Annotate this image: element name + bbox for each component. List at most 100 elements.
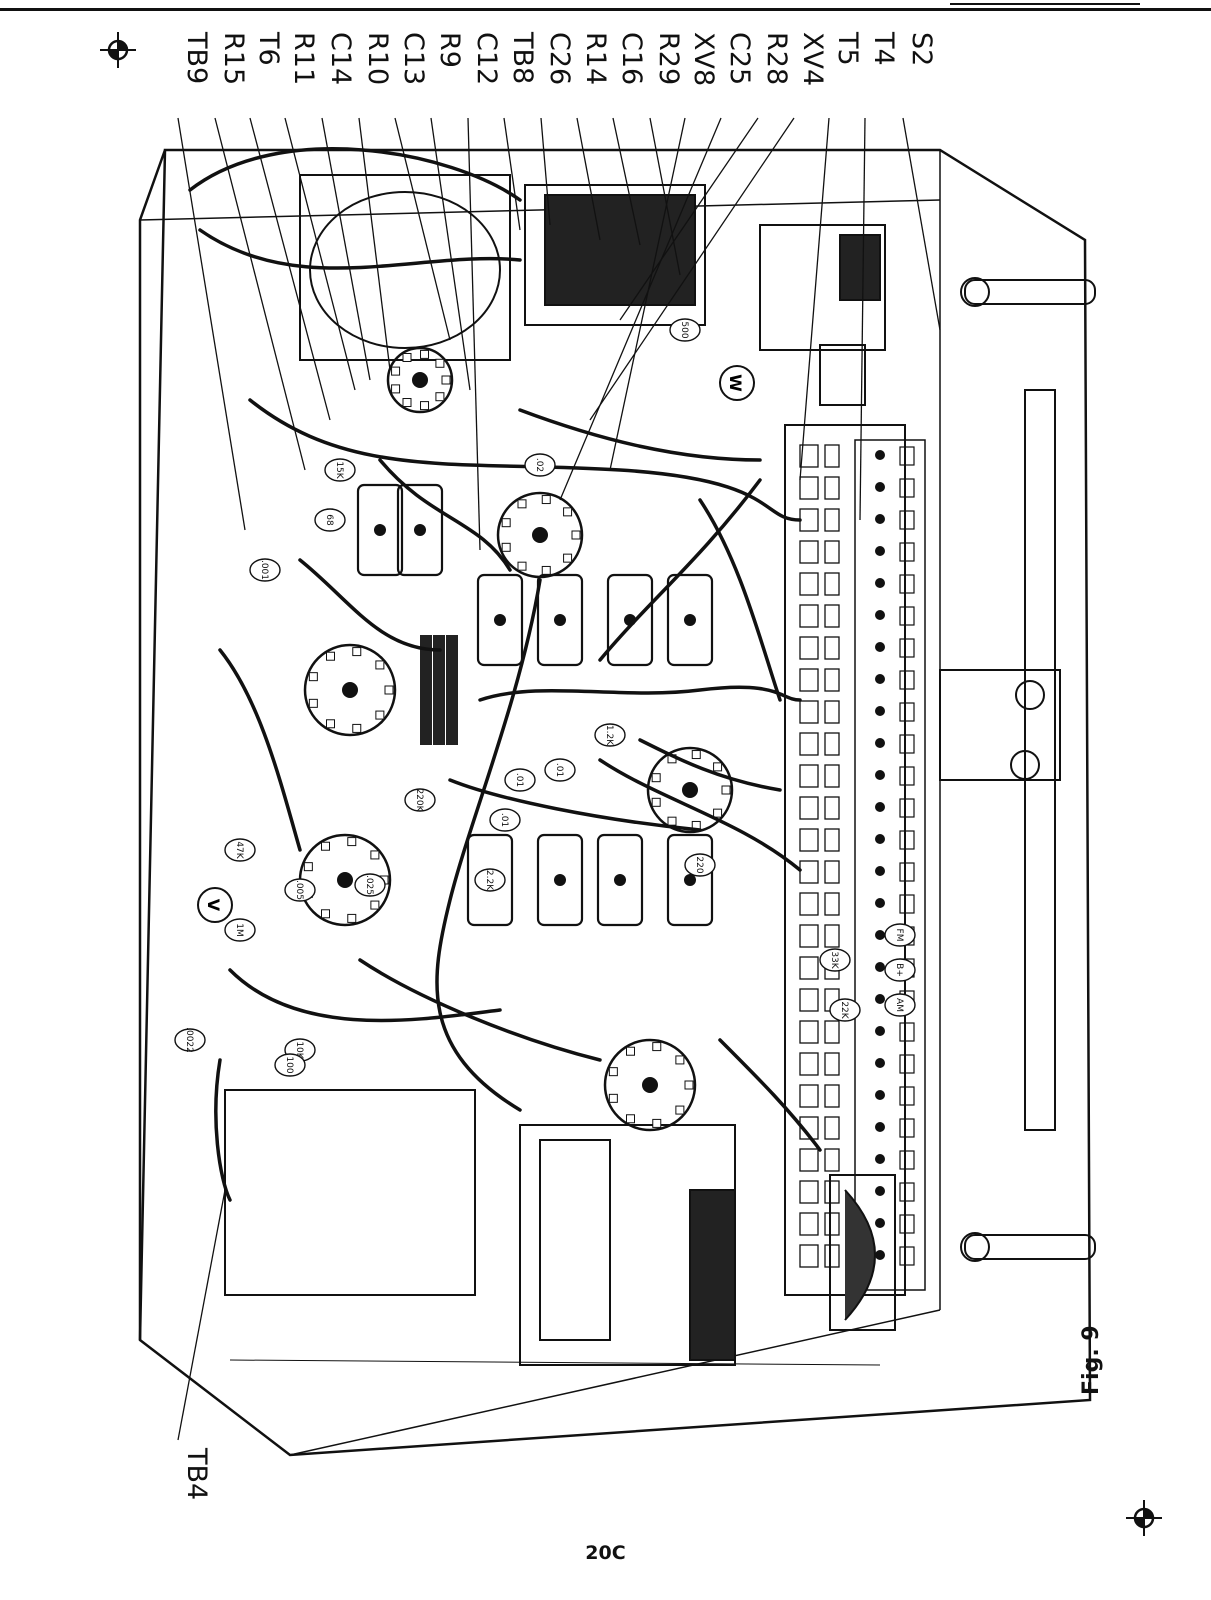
callout-tb4: TB4 xyxy=(181,1447,212,1500)
if-slug xyxy=(684,614,696,626)
component: B+ xyxy=(884,958,916,982)
socket-pin xyxy=(326,651,335,661)
callout-leader xyxy=(214,117,306,471)
socket-pin xyxy=(375,660,385,670)
terminal-hole xyxy=(875,578,885,588)
socket-pin xyxy=(626,1046,635,1056)
terminal-hole xyxy=(875,1186,885,1196)
socket-pin xyxy=(352,647,362,657)
component-body xyxy=(224,918,256,942)
socket-pin xyxy=(375,710,385,720)
terminal-lug xyxy=(824,1084,840,1108)
terminal-lug xyxy=(824,764,840,788)
terminal-lug xyxy=(899,1246,915,1266)
socket-pin xyxy=(402,398,412,408)
wire xyxy=(598,758,802,872)
terminal-hole xyxy=(875,482,885,492)
terminal-lug xyxy=(824,860,840,884)
terminal-lug xyxy=(824,1020,840,1044)
socket-pin xyxy=(563,507,573,517)
terminal-hole xyxy=(875,1090,885,1100)
wire xyxy=(214,1058,232,1202)
terminal-lug xyxy=(824,796,840,820)
socket-pin xyxy=(347,913,357,923)
components: .01.01.01.021.2K2.2K220220K22K33K47K10K1… xyxy=(174,318,916,1077)
callout-tb9: TB9 xyxy=(181,31,212,84)
terminal-lug xyxy=(799,444,819,468)
callout-leader xyxy=(589,117,795,421)
component-value: B+ xyxy=(894,963,904,977)
component: .01 xyxy=(504,768,536,792)
component-value: 10K xyxy=(294,1041,304,1059)
terminal-lug xyxy=(824,508,840,532)
component: FM xyxy=(884,923,916,947)
terminal-lug xyxy=(824,924,840,948)
wire xyxy=(698,498,782,702)
component-value: .01 xyxy=(499,813,509,827)
socket-pin xyxy=(517,499,527,509)
component: 220K xyxy=(404,788,436,813)
panel-letter-w-text: W xyxy=(726,374,745,392)
figure-label: Fig. 9 xyxy=(1079,1325,1104,1395)
socket-pin xyxy=(370,850,380,860)
socket-pin xyxy=(563,553,573,563)
socket-pin xyxy=(352,723,362,733)
terminal-lug xyxy=(799,1052,819,1076)
component: 68 xyxy=(314,508,346,532)
socket-pin xyxy=(541,565,551,575)
panel-letter-v: V xyxy=(197,887,233,923)
terminal-lug xyxy=(799,892,819,916)
component: 100 xyxy=(274,1053,306,1077)
if-slug xyxy=(494,614,506,626)
if-can xyxy=(536,573,584,667)
if-slug xyxy=(374,524,386,536)
socket-center xyxy=(337,872,353,888)
component: .025 xyxy=(354,873,386,897)
wire xyxy=(378,458,512,572)
socket-pin xyxy=(608,1093,618,1103)
tuning-capacitor xyxy=(420,635,432,745)
wire xyxy=(448,778,702,832)
component: 1M xyxy=(224,918,256,942)
terminal-lug xyxy=(824,1116,840,1140)
component: .02 xyxy=(524,453,556,477)
component-value: FM xyxy=(894,929,904,942)
socket-pin xyxy=(675,1055,685,1065)
socket-pin xyxy=(713,808,723,818)
component: .005 xyxy=(284,878,316,902)
panel-letter-v-text: V xyxy=(204,899,223,912)
choke xyxy=(224,184,706,1296)
socket-pin xyxy=(308,698,318,708)
terminal-lug xyxy=(824,732,840,756)
if-can xyxy=(396,483,444,577)
wire xyxy=(358,958,602,1062)
terminal-lug xyxy=(824,604,840,628)
socket-center xyxy=(532,527,548,543)
terminal-hole xyxy=(875,802,885,812)
callout-c14: C14 xyxy=(325,32,356,85)
if-slug xyxy=(684,874,696,886)
meter xyxy=(759,224,886,406)
terminal-lug xyxy=(799,1084,819,1108)
callout-r10: R10 xyxy=(362,32,393,85)
callout-leader xyxy=(649,117,681,276)
component-body xyxy=(324,458,356,482)
callout-leader xyxy=(358,117,391,371)
terminal-lug xyxy=(899,798,915,818)
terminal-lug xyxy=(799,1020,819,1044)
terminal-lug xyxy=(899,862,915,882)
terminal-lug xyxy=(799,668,819,692)
socket-pin xyxy=(441,375,451,385)
component: 1.2K xyxy=(594,723,626,747)
component-body xyxy=(884,923,916,947)
socket-pin xyxy=(308,672,318,682)
tuning-capacitor xyxy=(433,635,445,745)
terminal-hole xyxy=(875,962,885,972)
dial-scale xyxy=(829,1174,896,1331)
terminal-hole xyxy=(875,770,885,780)
terminal-lug xyxy=(899,734,915,754)
socket-pin xyxy=(384,685,394,695)
callout-leader xyxy=(799,117,830,481)
callout-leader xyxy=(540,117,551,226)
